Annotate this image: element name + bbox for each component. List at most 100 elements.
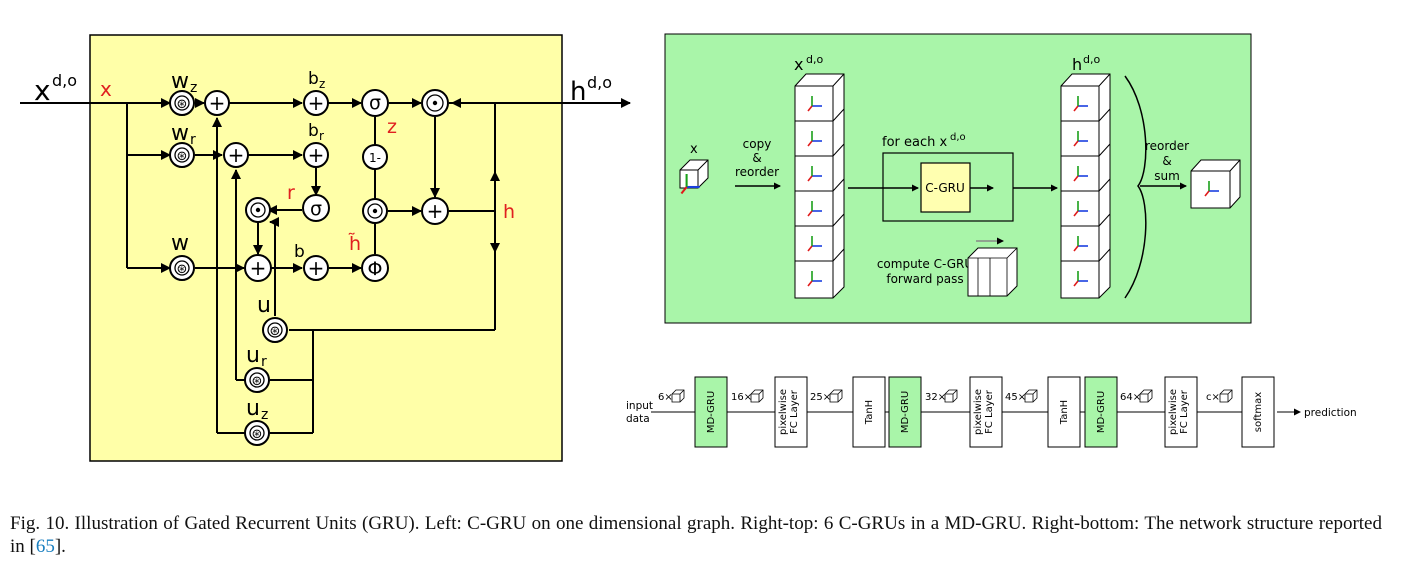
sigma-z-node	[361, 89, 389, 117]
for-each-label: for each x	[882, 135, 947, 150]
conv-symbol: ⊛	[270, 324, 281, 339]
mdgru-diagram: x copy & reorder x d,o	[664, 33, 1252, 324]
output-superscript: d,o	[587, 73, 612, 92]
w-label: w	[171, 231, 189, 256]
layer-block	[1241, 376, 1275, 448]
layer-label: FC Layer	[789, 389, 800, 434]
r-label: r	[287, 182, 295, 204]
channel-cube-icon	[1139, 389, 1153, 403]
layer-label: TanH	[1059, 400, 1070, 425]
add-br-node	[303, 142, 329, 168]
add-b-node	[303, 255, 329, 281]
plus-symbol: +	[308, 143, 325, 167]
bz-label: b	[308, 69, 319, 89]
caption-ref-link[interactable]: 65	[35, 536, 55, 557]
caption-text: Fig. 10. Illustration of Gated Recurrent…	[10, 513, 1382, 557]
conv-symbol: ⊛	[177, 97, 188, 112]
x-stack	[794, 73, 845, 299]
layer-label: pixelwise	[778, 389, 789, 435]
conv-w-node	[169, 255, 195, 281]
channel-cube-icon	[829, 389, 843, 403]
layer-block	[888, 376, 922, 448]
cgru-diagram: ⊛ ⊛ ⊛ ⊛ ⊛ ⊛ + + + + + + + σ σ Φ 1- x d,o…	[20, 34, 631, 462]
output-label: h	[570, 77, 586, 107]
layer-block	[1164, 376, 1198, 448]
ur-sub: r	[261, 354, 267, 370]
add-r-node	[223, 142, 249, 168]
output-cube	[1190, 159, 1241, 209]
h-stack	[1060, 73, 1111, 299]
channel-count: 6×	[658, 392, 673, 403]
amp2-label: &	[1162, 154, 1171, 168]
conv-wr-node	[169, 142, 195, 168]
channel-count: 32×	[925, 392, 946, 403]
caption-end: ].	[54, 536, 66, 557]
plus-symbol: +	[209, 91, 226, 115]
h-stack-label: h	[1072, 55, 1082, 74]
copy-label: copy	[743, 137, 772, 151]
one-minus-symbol: 1-	[369, 151, 381, 165]
reorder-label: reorder	[735, 165, 779, 179]
layer-label: pixelwise	[973, 389, 984, 435]
plus-symbol: +	[250, 256, 267, 280]
wr-sub: r	[190, 132, 196, 148]
layer-label: FC Layer	[1179, 389, 1190, 434]
x-stack-label: x	[794, 55, 803, 74]
br-label: b	[308, 121, 319, 141]
htilde-label: h̃	[348, 233, 361, 255]
channel-cube-icon	[1219, 389, 1233, 403]
plus-symbol: +	[308, 91, 325, 115]
amp-label: &	[752, 151, 761, 165]
forward-pass-label: forward pass	[886, 272, 963, 286]
sigma-symbol: σ	[369, 92, 381, 114]
add-bz-node	[303, 90, 329, 116]
channel-cube-icon	[1024, 389, 1038, 403]
add-h-node	[421, 197, 449, 225]
plus-symbol: +	[427, 199, 444, 223]
phi-symbol: Φ	[368, 258, 383, 280]
channel-count: 64×	[1120, 392, 1141, 403]
h-stack-sup: d,o	[1083, 53, 1100, 66]
one-minus-node	[362, 144, 388, 170]
uz-sub: z	[261, 407, 268, 423]
conv-ur-node	[244, 367, 270, 393]
conv-uz-node	[244, 420, 270, 446]
channel-count: 25×	[810, 392, 831, 403]
conv-symbol: ⊛	[252, 374, 263, 389]
conv-wz-node	[169, 90, 195, 116]
ur-label: u	[246, 343, 260, 368]
layer-label: TanH	[864, 400, 875, 425]
add-candidate-node	[244, 254, 272, 282]
layer-label: MD-GRU	[1096, 391, 1107, 433]
channel-count: c×	[1206, 392, 1220, 403]
phi-node	[361, 254, 389, 282]
conv-u-node	[262, 317, 288, 343]
sigma-symbol: σ	[310, 198, 322, 220]
wz-sub: z	[190, 80, 197, 96]
bz-sub: z	[319, 77, 325, 91]
layer-block	[969, 376, 1003, 448]
layer-block	[1047, 376, 1081, 448]
layer-label: softmax	[1253, 392, 1264, 432]
layer-label: MD-GRU	[706, 391, 717, 433]
wz-label: w	[171, 69, 189, 94]
for-each-sup: d,o	[950, 132, 966, 143]
u-label: u	[257, 293, 271, 318]
channel-count: 16×	[731, 392, 752, 403]
plus-symbol: +	[308, 256, 325, 280]
for-each-box	[882, 152, 1014, 222]
sigma-r-node	[302, 194, 330, 222]
add-z-node	[204, 90, 230, 116]
input-data-label: data	[626, 413, 650, 425]
compute-cube	[967, 247, 1018, 297]
plus-symbol: +	[228, 143, 245, 167]
conv-symbol: ⊛	[252, 427, 263, 442]
cgru-box-label: C-GRU	[925, 181, 965, 195]
figure-caption: Fig. 10. Illustration of Gated Recurrent…	[10, 512, 1382, 558]
conv-symbol: ⊛	[177, 149, 188, 164]
uz-label: u	[246, 396, 260, 421]
layer-block	[774, 376, 808, 448]
prediction-label: prediction	[1304, 407, 1357, 419]
x-small-label: x	[690, 142, 698, 157]
